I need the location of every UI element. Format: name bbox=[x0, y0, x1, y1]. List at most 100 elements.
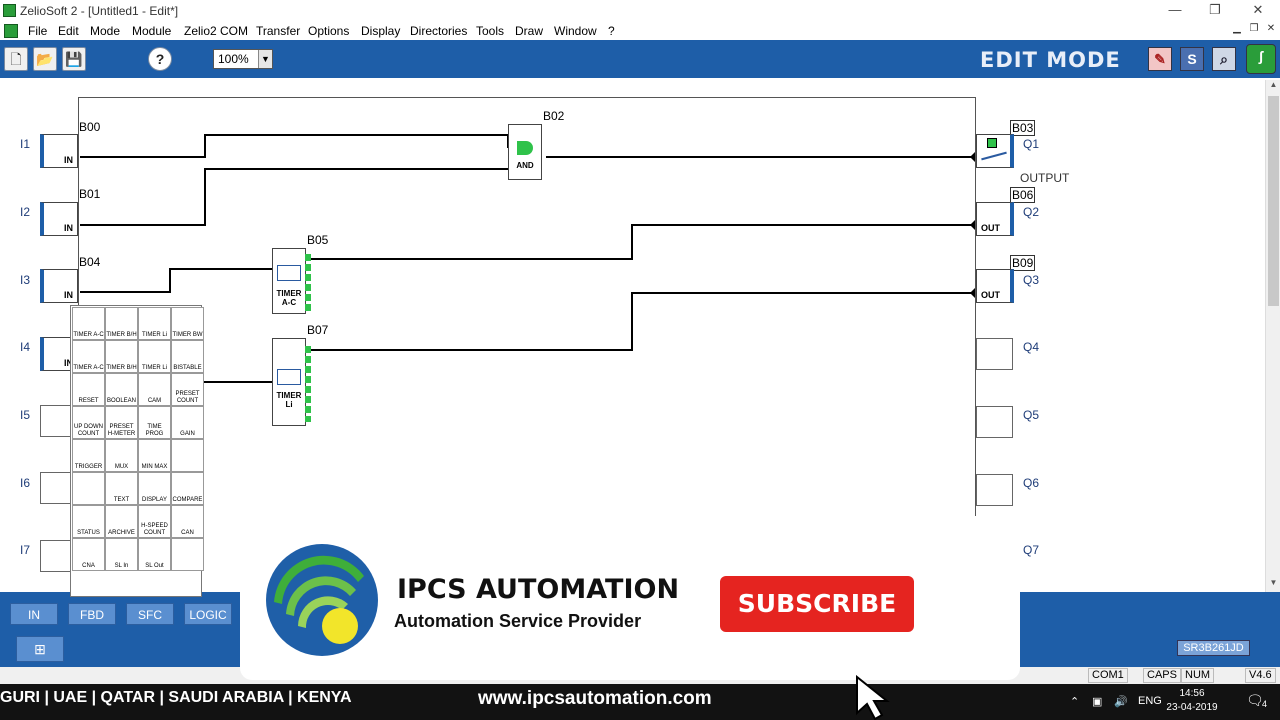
fbd-workspace[interactable]: I1 IN B00 I2 IN B01 I3 IN B04 I4 IN I5 I… bbox=[0, 78, 1280, 592]
palette-item[interactable]: TIMER B/H bbox=[105, 340, 138, 373]
palette-item[interactable]: TIMER Li bbox=[138, 307, 171, 340]
new-file-button[interactable]: 🗋 bbox=[4, 47, 28, 71]
menu-module[interactable]: Module bbox=[132, 24, 172, 38]
palette-item[interactable]: UP DOWN COUNT bbox=[72, 406, 105, 439]
monitoring-mode-button[interactable]: ⌕ bbox=[1212, 47, 1236, 71]
palette-item[interactable]: DISPLAY bbox=[138, 472, 171, 505]
palette-item[interactable]: TIMER B/H bbox=[105, 307, 138, 340]
menu-mode[interactable]: Mode bbox=[90, 24, 121, 38]
edit-mode-button[interactable]: ✎ bbox=[1148, 47, 1172, 71]
wire-b05-q2 bbox=[309, 224, 975, 260]
network-icon[interactable]: ▣ bbox=[1092, 696, 1103, 708]
palette-item-label: MUX bbox=[114, 464, 129, 470]
menu-display[interactable]: Display bbox=[361, 24, 401, 38]
module-diagram-icon[interactable]: ⊞ bbox=[16, 636, 64, 662]
tab-fbd[interactable]: FBD bbox=[68, 603, 116, 625]
block-name-b05: B05 bbox=[307, 233, 329, 247]
notification-icon[interactable]: 🗨 bbox=[1246, 692, 1264, 708]
palette-item[interactable]: CAN bbox=[171, 505, 204, 538]
output-slot-q4[interactable] bbox=[976, 338, 1013, 370]
palette-item[interactable]: TIMER BW bbox=[171, 307, 204, 340]
website-url[interactable]: www.ipcsautomation.com bbox=[478, 688, 712, 709]
output-block-q3[interactable]: OUT bbox=[976, 269, 1014, 303]
subscribe-button[interactable]: SUBSCRIBE bbox=[720, 576, 914, 632]
zoom-select[interactable]: 100% ▼ bbox=[213, 49, 273, 69]
mdi-minimize-button[interactable]: ▁ bbox=[1233, 23, 1241, 34]
language-indicator[interactable]: ENG bbox=[1138, 695, 1162, 707]
input-block-i2[interactable]: IN bbox=[40, 202, 78, 236]
floppy-disk-icon: 💾 bbox=[65, 51, 83, 67]
palette-item[interactable]: TIME PROG bbox=[138, 406, 171, 439]
menu-transfer[interactable]: Transfer bbox=[256, 24, 301, 38]
menu-window[interactable]: Window bbox=[554, 24, 597, 38]
menu-edit[interactable]: Edit bbox=[58, 24, 79, 38]
palette-item[interactable]: BOOLEAN bbox=[105, 373, 138, 406]
palette-item[interactable]: TIMER A-C bbox=[72, 307, 105, 340]
chevron-up-icon[interactable]: ⌃ bbox=[1070, 696, 1080, 708]
scroll-thumb[interactable] bbox=[1268, 96, 1279, 306]
palette-item[interactable] bbox=[171, 538, 204, 571]
output-block-q2[interactable]: OUT bbox=[976, 202, 1014, 236]
output-slot-q5[interactable] bbox=[976, 406, 1013, 438]
palette-item[interactable]: STATUS bbox=[72, 505, 105, 538]
menu-zelio2-com[interactable]: Zelio2 COM bbox=[184, 24, 249, 38]
timer-li-block[interactable]: TIMER Li bbox=[272, 338, 306, 426]
output-block-q1[interactable] bbox=[976, 134, 1014, 168]
simulation-mode-button[interactable]: S bbox=[1180, 47, 1204, 71]
palette-item[interactable]: PRESET COUNT bbox=[171, 373, 204, 406]
and-block[interactable]: AND bbox=[508, 124, 542, 180]
menu-directories[interactable]: Directories bbox=[410, 24, 468, 38]
palette-item[interactable]: TEXT bbox=[105, 472, 138, 505]
ad-tagline: Automation Service Provider bbox=[394, 611, 642, 631]
palette-item[interactable]: GAIN bbox=[171, 406, 204, 439]
palette-item[interactable] bbox=[72, 472, 105, 505]
palette-item-label: STATUS bbox=[77, 530, 100, 536]
close-button[interactable]: ✕ bbox=[1252, 2, 1264, 17]
restore-button[interactable]: ❐ bbox=[1209, 2, 1221, 17]
input-block-i1[interactable]: IN bbox=[40, 134, 78, 168]
palette-item[interactable]: CNA bbox=[72, 538, 105, 571]
chevron-down-icon[interactable]: ▼ bbox=[258, 50, 272, 68]
vertical-scrollbar[interactable]: ▲ ▼ bbox=[1265, 80, 1280, 592]
palette-item[interactable]: ARCHIVE bbox=[105, 505, 138, 538]
tab-logic[interactable]: LOGIC bbox=[184, 603, 232, 625]
input-block-i3[interactable]: IN bbox=[40, 269, 78, 303]
help-button[interactable]: ? bbox=[148, 47, 172, 71]
mdi-restore-button[interactable]: ❐ bbox=[1249, 23, 1259, 34]
palette-item[interactable]: SL Out bbox=[138, 538, 171, 571]
palette-item[interactable]: CAM bbox=[138, 373, 171, 406]
menu-options[interactable]: Options bbox=[308, 24, 350, 38]
palette-item[interactable]: BISTABLE bbox=[171, 340, 204, 373]
menu-help[interactable]: ? bbox=[608, 24, 615, 38]
document-icon[interactable] bbox=[4, 24, 18, 38]
input-label-i2: I2 bbox=[20, 205, 31, 219]
wire-b07-q3 bbox=[309, 292, 975, 351]
palette-item[interactable] bbox=[171, 439, 204, 472]
palette-item[interactable]: COMPARE bbox=[171, 472, 204, 505]
menu-tools[interactable]: Tools bbox=[476, 24, 505, 38]
scroll-down-icon[interactable]: ▼ bbox=[1269, 578, 1278, 587]
timer-ac-block[interactable]: TIMER A-C bbox=[272, 248, 306, 314]
open-file-button[interactable]: 📂 bbox=[33, 47, 57, 71]
tab-sfc[interactable]: SFC bbox=[126, 603, 174, 625]
mdi-close-button[interactable]: ✕ bbox=[1266, 23, 1276, 34]
palette-item[interactable]: TIMER A-C bbox=[72, 340, 105, 373]
palette-item[interactable]: MIN MAX bbox=[138, 439, 171, 472]
palette-item-label: TIMER Li bbox=[141, 365, 167, 371]
minimize-button[interactable]: — bbox=[1168, 2, 1182, 17]
menu-draw[interactable]: Draw bbox=[515, 24, 544, 38]
tab-in[interactable]: IN bbox=[10, 603, 58, 625]
palette-item[interactable]: RESET bbox=[72, 373, 105, 406]
menu-file[interactable]: File bbox=[28, 24, 48, 38]
volume-icon[interactable]: 🔊 bbox=[1114, 696, 1128, 708]
save-button[interactable]: 💾 bbox=[62, 47, 86, 71]
output-slot-q6[interactable] bbox=[976, 474, 1013, 506]
taskbar-clock[interactable]: 14:56 23-04-2019 bbox=[1164, 687, 1220, 715]
palette-item[interactable]: MUX bbox=[105, 439, 138, 472]
palette-item[interactable]: PRESET H-METER bbox=[105, 406, 138, 439]
palette-item[interactable]: TIMER Li bbox=[138, 340, 171, 373]
palette-item[interactable]: H-SPEED COUNT bbox=[138, 505, 171, 538]
scroll-up-icon[interactable]: ▲ bbox=[1269, 80, 1278, 89]
palette-item[interactable]: SL In bbox=[105, 538, 138, 571]
palette-item[interactable]: TRIGGER bbox=[72, 439, 105, 472]
